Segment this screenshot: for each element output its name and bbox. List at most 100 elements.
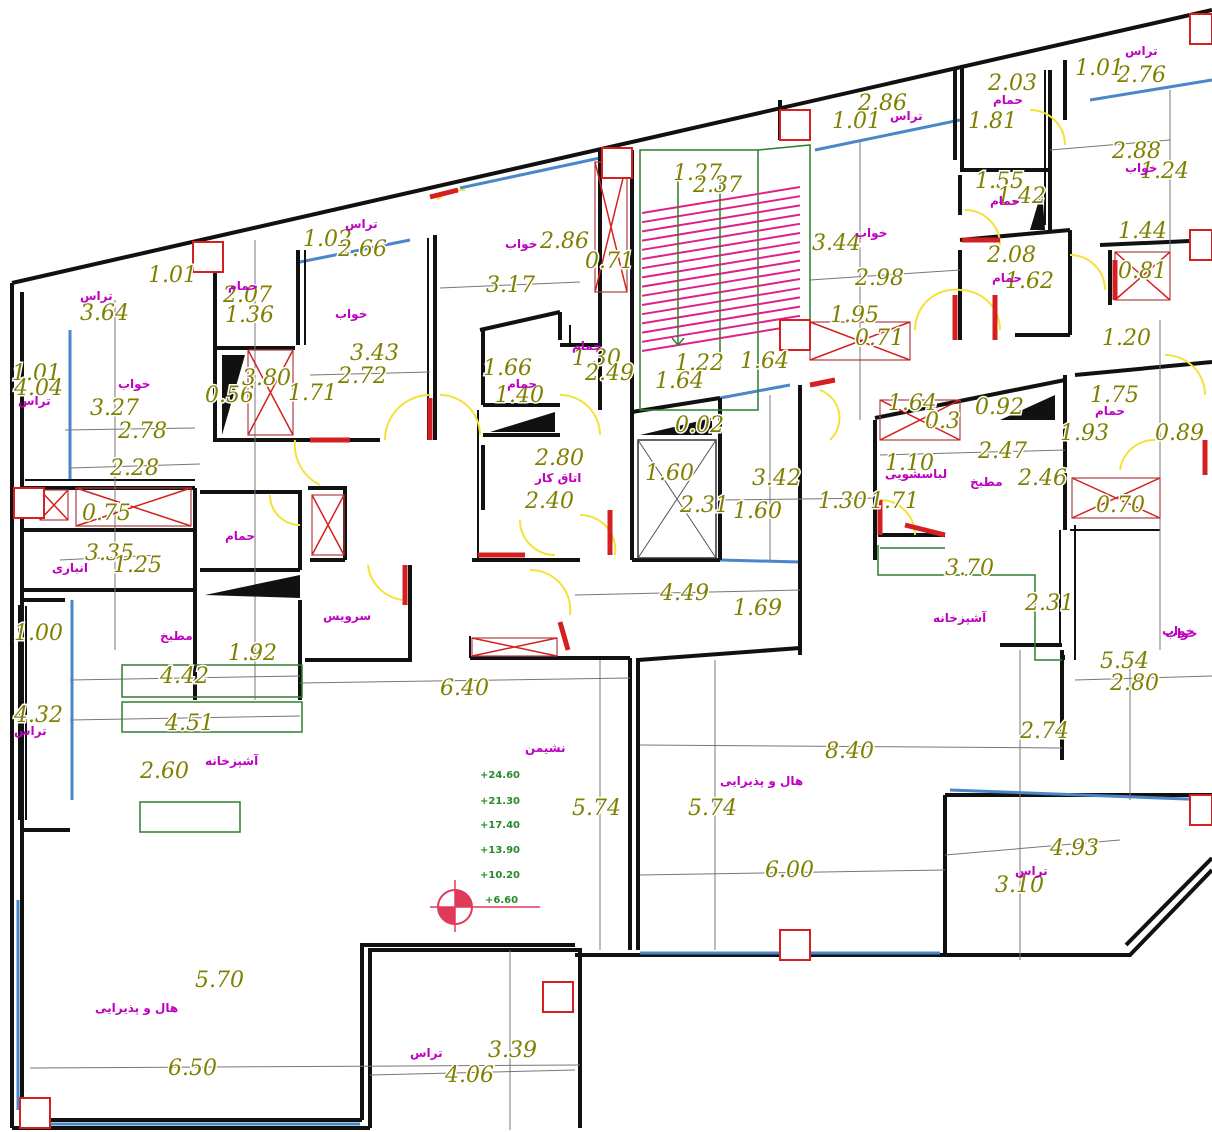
room-label: حمام	[990, 194, 1020, 209]
dimension-label: 1.00	[14, 621, 63, 646]
dimension-label: 0.71	[855, 326, 904, 351]
shafts	[39, 161, 1171, 657]
dimension-label: 1.02	[303, 227, 352, 252]
stair-tread	[641, 241, 801, 270]
room-label: تراس	[410, 1046, 443, 1060]
dimension-label: 8.40	[825, 739, 874, 764]
dimension-label: 2.03	[987, 71, 1037, 96]
dimension-label: 2.08	[986, 243, 1036, 268]
dimension-label: 4.04	[13, 376, 63, 401]
dimension-label: 3.44	[812, 231, 861, 256]
dimension-label: 0.70	[1096, 493, 1145, 518]
room-label: هال و پذیرایی	[95, 1001, 178, 1016]
dimension-label: 1.25	[113, 553, 162, 578]
stair-tread	[641, 259, 801, 288]
room-label: خواب	[1165, 626, 1197, 641]
fixtures	[121, 545, 1062, 833]
dimension-label: 4.51	[164, 711, 214, 736]
dimension-label: 1.01	[1075, 56, 1124, 81]
dimension-label: 1.36	[225, 303, 274, 328]
dimension-label: 3.17	[486, 273, 535, 298]
dimension-label: 2.78	[117, 419, 167, 444]
level-value: +17.40	[480, 820, 520, 831]
room-label: حمام	[993, 93, 1023, 108]
dimension-label: 1.10	[885, 451, 934, 476]
dimension-label: 3.70	[945, 556, 994, 581]
dimension-label: 2.72	[337, 364, 387, 389]
room-label: آشپزخانه	[933, 610, 987, 625]
dimension-label: 1.81	[968, 109, 1017, 134]
room-label: تراس	[14, 724, 47, 738]
windows	[16, 78, 1212, 1126]
room-label: انباری	[52, 561, 88, 575]
dimension-label: 2.80	[1109, 671, 1159, 696]
dimension-label: 2.88	[1111, 139, 1161, 164]
dimension-label: 6.50	[168, 1056, 217, 1081]
dimension-label: 2.28	[109, 456, 159, 481]
room-label: تراس	[890, 109, 923, 123]
dimension-label: 4.06	[444, 1063, 494, 1088]
level-value: +21.30	[480, 796, 520, 807]
dimension-label: 0.81	[1118, 259, 1167, 284]
dimension-label: 1.20	[1102, 326, 1151, 351]
dimension-label: 1.75	[1090, 383, 1139, 408]
dimension-label: 1.55	[975, 169, 1024, 194]
dimension-label: 1.60	[733, 499, 782, 524]
stair-tread	[641, 186, 801, 214]
dimension-label: 2.46	[1017, 466, 1067, 491]
dimension-label: 5.74	[688, 796, 737, 821]
dimension-label: 1.71	[288, 381, 337, 406]
room-label: سرویس	[323, 609, 371, 624]
dimension-label: 3.80	[242, 366, 291, 391]
dimension-label: 1.92	[228, 641, 277, 666]
dimension-label: 6.00	[765, 858, 814, 883]
room-label: حمام	[1095, 404, 1125, 419]
room-label: خواب	[855, 226, 887, 241]
dimension-label: 0.75	[82, 501, 131, 526]
columns	[13, 13, 1212, 1129]
room-label: اتاق کار	[534, 471, 581, 485]
dimension-label: 2.60	[139, 759, 189, 784]
room-label: خواب	[505, 237, 537, 252]
stair-tread	[641, 232, 801, 260]
dimension-label: 5.70	[195, 968, 244, 993]
room-label: خواب	[1162, 624, 1194, 639]
level-value: +6.60	[485, 895, 518, 906]
room-label: تراس	[1015, 864, 1048, 878]
stair-tread	[641, 278, 801, 306]
dimension-label: 1.60	[645, 461, 694, 486]
doors	[269, 109, 1206, 616]
stair-tread	[641, 250, 801, 279]
room-label: نشیمن	[525, 741, 565, 755]
room-label: خواب	[1125, 161, 1157, 176]
room-label: هال و پذیرایی	[720, 774, 803, 789]
room-label: تراس	[18, 394, 51, 408]
room-label: تراس	[1125, 44, 1158, 58]
dimension-label: 4.93	[1049, 836, 1099, 861]
dimension-label: 5.54	[1100, 649, 1149, 674]
room-label: لباسشویی	[885, 467, 947, 482]
dimension-label: 1.64	[888, 391, 937, 416]
dimension-label: 0.71	[585, 249, 634, 274]
dimension-label: 3.10	[995, 873, 1044, 898]
dimension-label: 4.32	[13, 703, 63, 728]
hatches	[205, 190, 1055, 598]
dimension-label: 2.40	[524, 489, 574, 514]
level-values: +24.60 +21.30 +17.40 +13.90 +10.20 +6.60	[480, 770, 520, 906]
room-label: تراس	[345, 217, 378, 231]
stair-tread	[641, 305, 801, 334]
room-label: حمام	[992, 271, 1022, 286]
dimension-label: 3.39	[488, 1038, 537, 1063]
dimension-label: 1.22	[675, 351, 724, 376]
dimension-label: 0.3	[925, 409, 960, 434]
room-label: آشپزخانه	[205, 753, 259, 768]
dimension-label: 1.62	[1005, 269, 1054, 294]
dimension-labels: 2.03 1.01 2.76 2.86 1.01 1.81 2.88 1.24 …	[11, 55, 1206, 1090]
dimension-label: 0.89	[1155, 421, 1204, 446]
dimension-label: 1.64	[740, 349, 789, 374]
dimension-label: 1.24	[1140, 159, 1189, 184]
dimension-label: 3.64	[80, 301, 129, 326]
dimension-label: 2.66	[337, 237, 387, 262]
stair-tread	[641, 324, 801, 352]
